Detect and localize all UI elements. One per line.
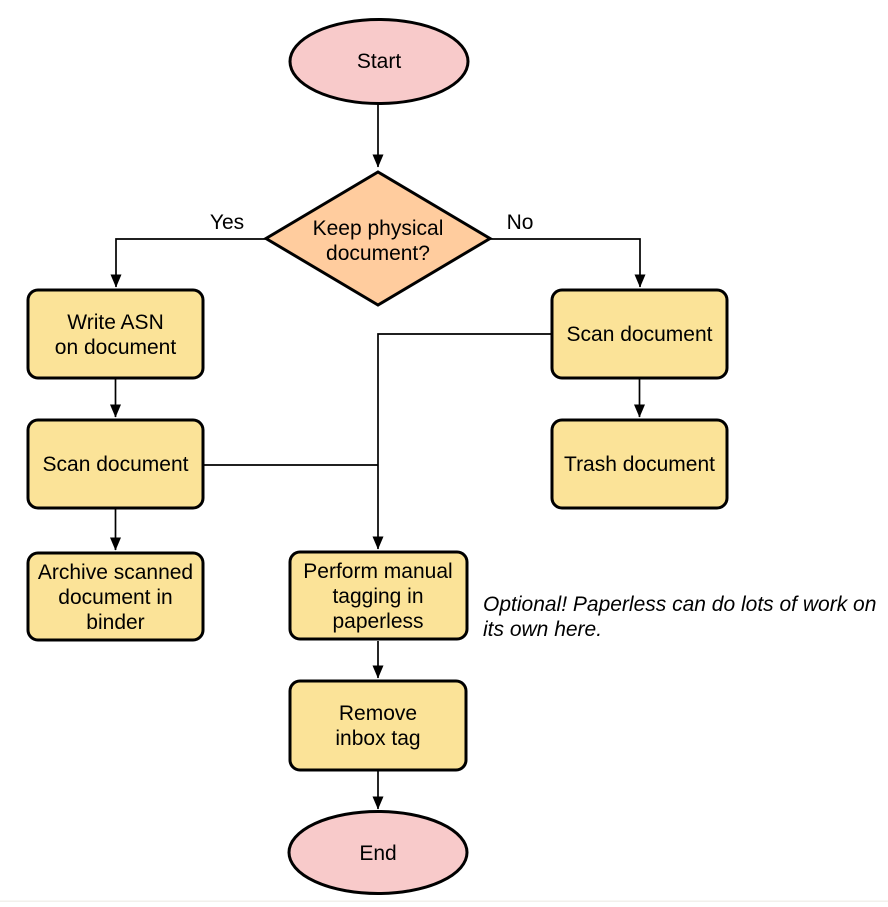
scan-right-shape — [550, 288, 729, 380]
start-label: Start — [357, 50, 402, 73]
edge-label-no: No — [507, 211, 534, 234]
tagging-label-line3: paperless — [332, 610, 423, 633]
archive-label-line3: binder — [86, 611, 144, 634]
tagging-shape — [288, 550, 469, 641]
edge-decision-no — [490, 238, 646, 288]
bottom-divider — [0, 900, 888, 902]
remove-inbox-label-line1: Remove — [339, 702, 417, 725]
annotation-line1: Optional! Paperless can do lots of work … — [483, 593, 876, 616]
remove-inbox-label-line2: inbox tag — [335, 727, 420, 750]
edge-label-yes: Yes — [210, 211, 244, 234]
trash-shape — [550, 418, 729, 510]
node-archive-in-binder: Archive scanned document in binder — [26, 551, 205, 642]
decision-diamond-shape — [263, 170, 493, 307]
write-asn-label-line1: Write ASN — [67, 311, 163, 334]
node-manual-tagging: Perform manual tagging in paperless — [288, 550, 469, 641]
write-asn-shape — [26, 288, 205, 380]
node-write-asn: Write ASN on document — [26, 288, 205, 380]
archive-label-line2: document in — [58, 586, 172, 609]
scan-right-label: Scan document — [567, 323, 713, 346]
trash-label: Trash document — [564, 453, 715, 476]
node-scan-document-right: Scan document — [550, 288, 729, 380]
start-terminator-shape — [288, 18, 470, 105]
scan-left-shape — [26, 418, 205, 510]
archive-label-line1: Archive scanned — [38, 561, 193, 584]
edges — [110, 103, 646, 810]
node-decision-keep-physical: Keep physical document? — [263, 170, 493, 307]
remove-inbox-shape — [288, 679, 468, 772]
tagging-label-line2: tagging in — [332, 585, 423, 608]
write-asn-label-line2: on document — [55, 336, 177, 359]
edge-decision-yes — [110, 238, 266, 288]
annotation-line2: its own here. — [483, 618, 602, 641]
node-scan-document-left: Scan document — [26, 418, 205, 510]
scan-left-label: Scan document — [43, 453, 189, 476]
end-label: End — [359, 842, 396, 865]
node-remove-inbox-tag: Remove inbox tag — [288, 679, 468, 772]
node-start: Start — [288, 18, 470, 105]
tagging-label-line1: Perform manual — [303, 560, 452, 583]
decision-label-line1: Keep physical — [313, 217, 444, 240]
archive-shape — [26, 551, 205, 642]
annotation-optional: Optional! Paperless can do lots of work … — [483, 593, 876, 641]
node-end: End — [287, 810, 469, 895]
node-trash-document: Trash document — [550, 418, 729, 510]
end-terminator-shape — [287, 810, 469, 895]
decision-label-line2: document? — [326, 242, 430, 265]
edge-scanright-to-tagging — [372, 333, 552, 550]
